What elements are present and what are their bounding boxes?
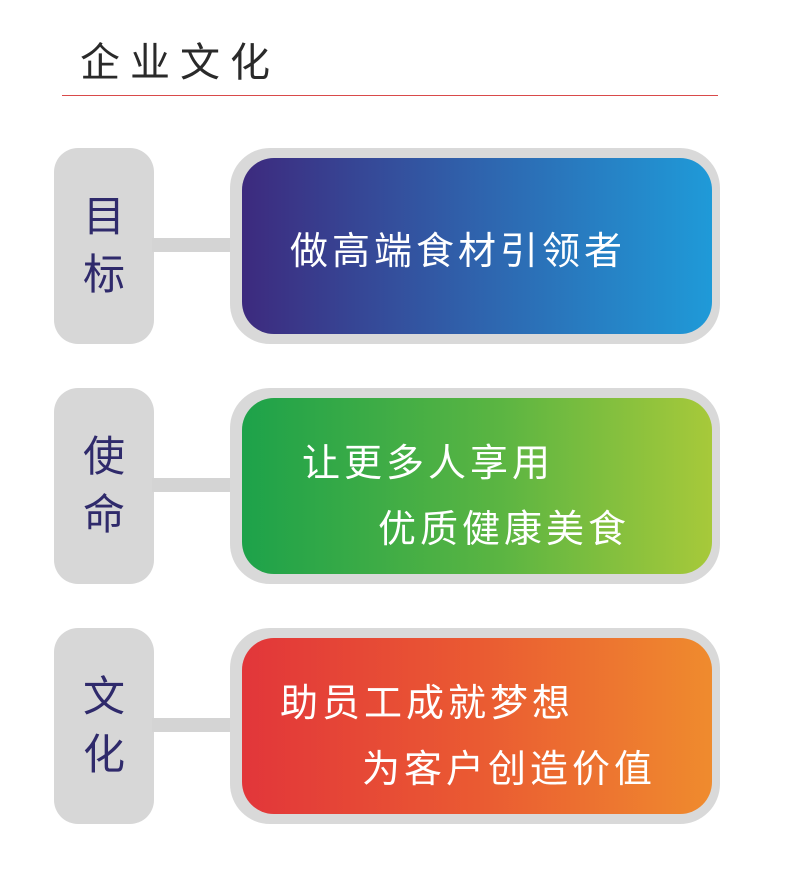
mission-card: 让更多人享用 优质健康美食	[242, 398, 712, 574]
goal-card: 做高端食材引领者	[242, 158, 712, 334]
card-text-line: 为客户创造价值	[362, 747, 657, 791]
row-label-mission: 使 命	[54, 388, 154, 584]
row-label-char: 化	[82, 730, 125, 779]
connector-bar	[152, 238, 234, 252]
row-label-char: 使	[82, 432, 125, 481]
culture-card: 助员工成就梦想 为客户创造价值	[242, 638, 712, 814]
row-label-culture: 文 化	[54, 628, 154, 824]
row-label-char: 文	[82, 672, 125, 721]
culture-row-culture: 文 化 助员工成就梦想 为客户创造价值	[0, 624, 790, 824]
connector-bar	[152, 478, 234, 492]
title-divider	[62, 95, 718, 96]
card-text-line: 做高端食材引领者	[290, 229, 627, 273]
card-text-line: 优质健康美食	[378, 507, 631, 551]
culture-row-mission: 使 命 让更多人享用 优质健康美食	[0, 384, 790, 584]
card-text-line: 让更多人享用	[302, 441, 555, 485]
row-label-char: 目	[82, 192, 125, 241]
row-label-char: 命	[82, 490, 125, 539]
connector-bar	[152, 718, 234, 732]
row-label-goal: 目 标	[54, 148, 154, 344]
row-label-char: 标	[82, 250, 125, 299]
card-text-line: 助员工成就梦想	[280, 681, 575, 725]
page-title: 企业文化	[80, 40, 280, 86]
culture-row-goal: 目 标 做高端食材引领者	[0, 144, 790, 344]
